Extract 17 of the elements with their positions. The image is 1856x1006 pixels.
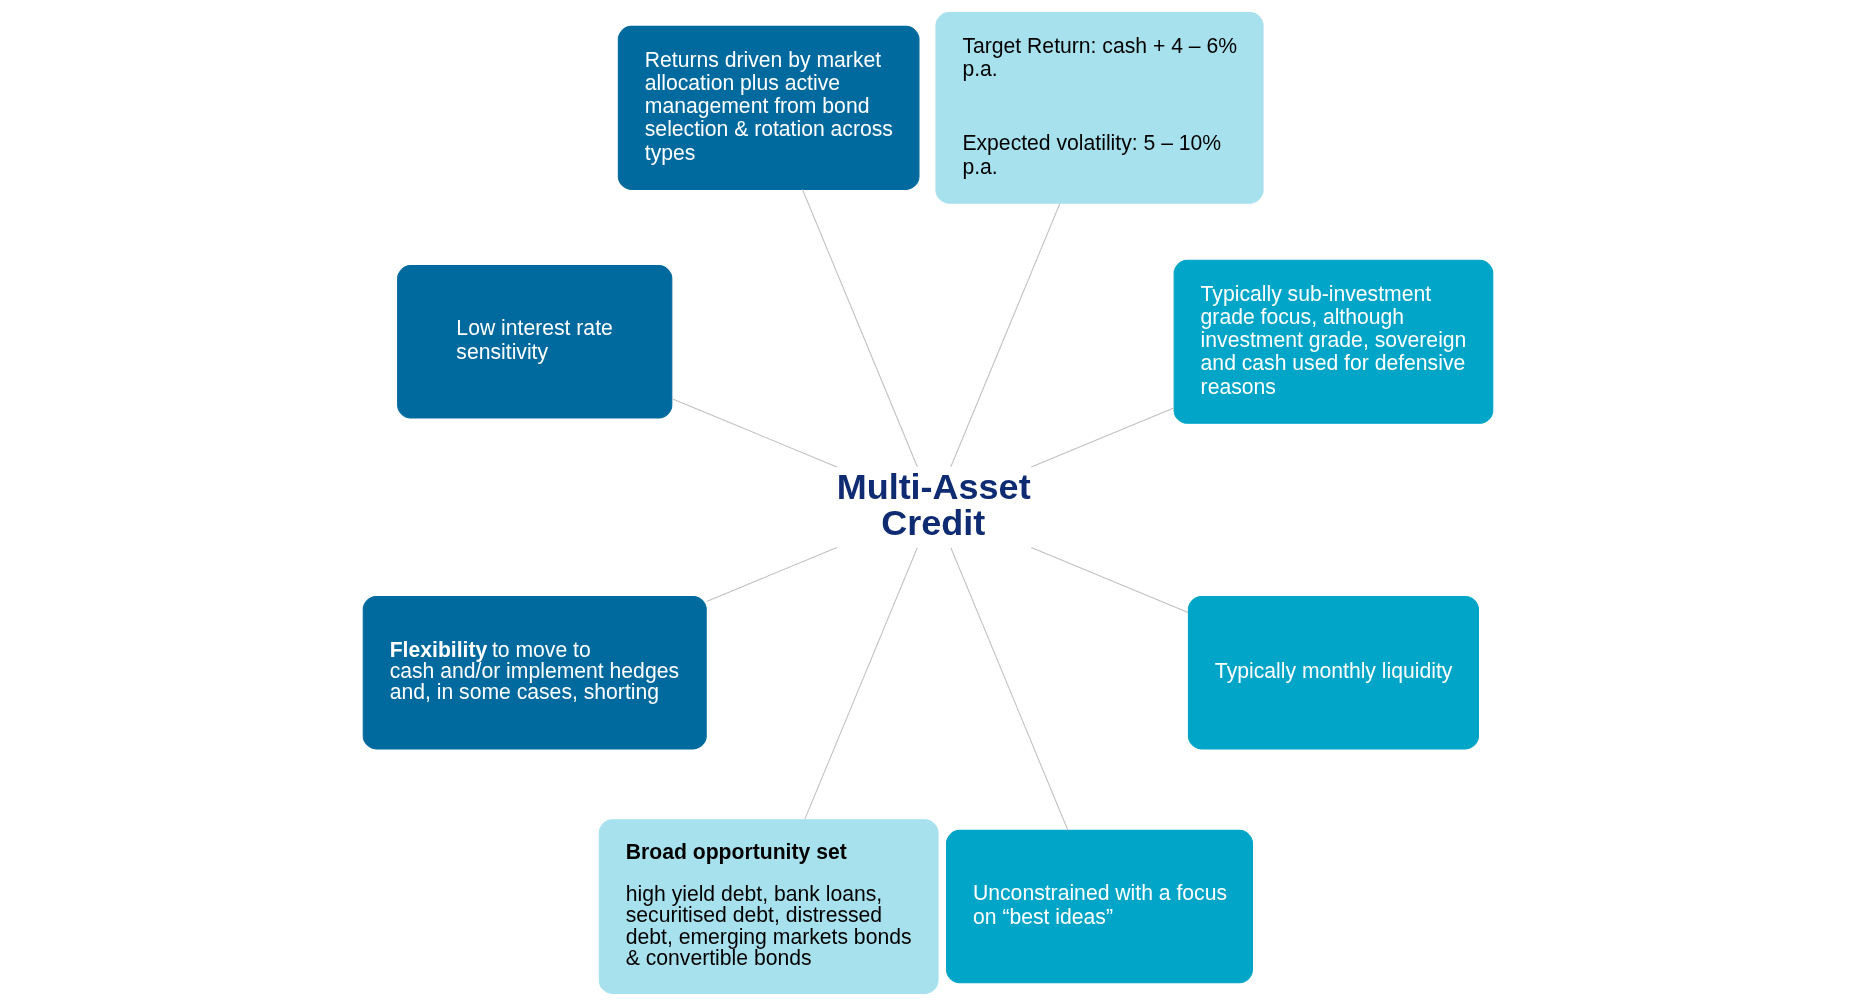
- connector: [804, 547, 918, 820]
- node-box: Broad opportunity set high yield debt, bank loans, securitised debt, distressed debt, emerging markets bonds & convertible bonds: [598, 819, 939, 994]
- connector: [706, 546, 838, 602]
- node-box: Target Return: cash + 4 – 6% p.a. Expected volatility: 5 – 10% p.a.: [935, 12, 1264, 204]
- connector: [671, 398, 838, 468]
- connector: [950, 202, 1061, 468]
- node-box: Returns driven by market allocation plus active management from bond selection & rotation across types: [617, 25, 920, 190]
- connector: [1030, 546, 1189, 613]
- node-box: Flexibility to move to cash and/or implement hedges and, in some cases, shorting: [362, 595, 707, 750]
- node-box: Low interest rate sensitivity: [397, 265, 673, 419]
- connector: [801, 189, 918, 468]
- node-box: Typically sub-investment grade focus, although investment grade, sovereign and cash used for defensive reasons: [1173, 259, 1494, 424]
- node-text: Multi-Asset Credit: [836, 465, 1031, 543]
- connector: [1030, 407, 1175, 468]
- node-box: Typically monthly liquidity: [1187, 595, 1479, 750]
- node-box: Unconstrained with a focus on “best ideas”: [946, 829, 1253, 984]
- connector: [950, 547, 1069, 831]
